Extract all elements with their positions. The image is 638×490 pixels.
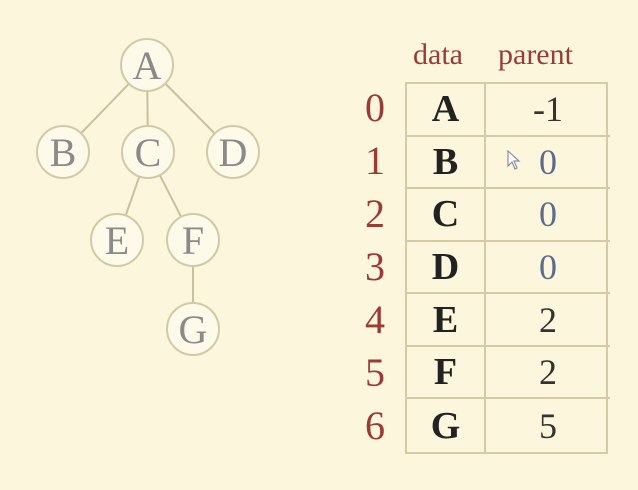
- row-index: 5: [365, 350, 385, 395]
- tree-nodes: A B C D E FG: [36, 38, 260, 356]
- row-index: 1: [365, 138, 385, 183]
- node-circle: [121, 125, 175, 179]
- parent-cell: 2: [486, 347, 610, 400]
- row-index: 0: [365, 85, 385, 130]
- tree-node-C: C: [121, 125, 175, 179]
- parent-cell: 2: [486, 294, 610, 347]
- tree-edge-A-B: [80, 83, 130, 134]
- tree-edge-C-E: [124, 176, 141, 216]
- node-circle: [206, 125, 260, 179]
- column-header-data: data: [413, 38, 463, 71]
- parent-cell: 0: [486, 242, 610, 295]
- node-label: F: [182, 218, 204, 263]
- node-label: B: [50, 130, 77, 175]
- tree-node-E: E: [90, 213, 144, 267]
- tree-edges: [80, 82, 216, 303]
- data-cell: F: [407, 346, 486, 400]
- row-index: 6: [365, 403, 385, 448]
- data-cell: G: [407, 399, 486, 452]
- node-label: A: [133, 43, 162, 88]
- node-label: C: [135, 130, 162, 175]
- data-cell: B: [407, 136, 486, 190]
- tree-node-B: B: [36, 125, 90, 179]
- node-circle: [36, 125, 90, 179]
- parent-array-table: A -1 B 0 C 0 D 0 E 2 F 2 G 5: [405, 82, 610, 454]
- node-label: E: [105, 218, 129, 263]
- tree-node-D: D: [206, 125, 260, 179]
- node-circle: [166, 213, 220, 267]
- node-label: D: [219, 130, 248, 175]
- node-circle: [166, 302, 220, 356]
- parent-cell: 0: [486, 137, 610, 190]
- data-cell: D: [407, 241, 486, 295]
- row-index: 2: [365, 191, 385, 236]
- mouse-pointer-icon: [507, 150, 521, 170]
- tree-node-F: F: [166, 213, 220, 267]
- data-cell: C: [407, 189, 486, 242]
- tree-diagram: A B C D E FG: [36, 38, 260, 356]
- data-cell: E: [407, 294, 486, 347]
- tree-edge-A-D: [164, 82, 216, 135]
- parent-cell: -1: [486, 84, 610, 137]
- node-circle: [120, 38, 174, 92]
- column-header-parent: parent: [498, 38, 573, 71]
- row-index: 3: [365, 244, 385, 289]
- parent-cell: 0: [486, 189, 610, 242]
- data-cell: A: [407, 84, 486, 137]
- tree-node-G: G: [166, 302, 220, 356]
- parent-cell: 5: [539, 405, 557, 446]
- tree-node-A: A: [120, 38, 174, 92]
- node-circle: [90, 213, 144, 267]
- tree-edge-C-F: [158, 174, 183, 218]
- row-index: 4: [365, 297, 385, 342]
- node-label: G: [179, 307, 208, 352]
